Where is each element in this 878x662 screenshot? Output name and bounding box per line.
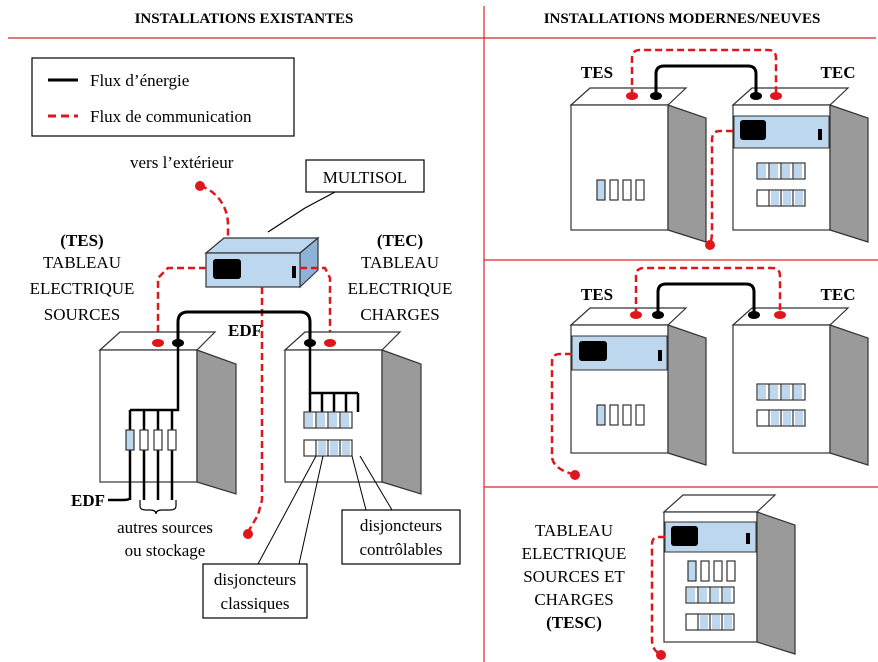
mid-comm-link bbox=[634, 266, 782, 315]
tesc-line-2: ELECTRIQUE bbox=[522, 544, 627, 563]
controllable-breakers-box bbox=[341, 509, 461, 565]
classic-breakers-line-2: classiques bbox=[221, 594, 290, 613]
tes-breakers bbox=[125, 429, 177, 451]
tes-cabinet-icon bbox=[98, 331, 237, 495]
tesc-comm-out-node bbox=[656, 650, 666, 660]
legend-communication: Flux de communication bbox=[90, 107, 252, 126]
tec-line-1: TABLEAU bbox=[361, 253, 439, 272]
tec-line-3: CHARGES bbox=[360, 305, 439, 324]
edf-label-bottom: EDF bbox=[71, 491, 105, 510]
tes-comm-port bbox=[152, 339, 164, 347]
mid-tec-label: TEC bbox=[821, 285, 856, 304]
multisol-label: MULTISOL bbox=[323, 168, 407, 187]
mid-tes-energy-port bbox=[652, 311, 664, 319]
tesc-abbr: (TESC) bbox=[546, 613, 602, 632]
controllable-breakers-line-2: contrôlables bbox=[359, 540, 442, 559]
multisol-callout bbox=[305, 159, 425, 193]
tes-abbr: (TES) bbox=[60, 231, 103, 250]
energy-link-tes-tec bbox=[176, 310, 312, 343]
top-tes-comm-port bbox=[626, 92, 638, 100]
top-tes-label: TES bbox=[581, 63, 613, 82]
header-modern: INSTALLATIONS MODERNES/NEUVES bbox=[544, 11, 821, 27]
tesc-line-3: SOURCES ET bbox=[523, 567, 625, 586]
tec-breaker-row-1 bbox=[303, 411, 353, 429]
mid-tec-comm-port bbox=[774, 311, 786, 319]
tes-line-2: ELECTRIQUE bbox=[30, 279, 135, 298]
mid-tec-energy-port bbox=[748, 311, 760, 319]
other-sources-line-2: ou stockage bbox=[125, 541, 206, 560]
ctrl-pointer-1 bbox=[351, 455, 367, 511]
tec-wiring bbox=[308, 343, 360, 412]
mid-comm-out-node bbox=[570, 470, 580, 480]
top-comm-out-node bbox=[705, 240, 715, 250]
mid-tec-cabinet-icon bbox=[731, 307, 869, 466]
controllable-breakers-line-1: disjoncteurs bbox=[360, 516, 442, 535]
tes-line-1: TABLEAU bbox=[43, 253, 121, 272]
multisol-pointer bbox=[267, 191, 336, 233]
tes-wiring bbox=[108, 343, 180, 502]
tesc-cabinet-icon bbox=[662, 494, 796, 655]
mid-energy-link bbox=[656, 282, 756, 315]
outside-label: vers l’extérieur bbox=[130, 153, 234, 172]
multisol-device-icon bbox=[204, 236, 320, 289]
top-tec-label: TEC bbox=[821, 63, 856, 82]
top-tec-cabinet-icon bbox=[731, 87, 869, 243]
top-energy-link bbox=[654, 64, 758, 96]
comm-link-outside bbox=[199, 184, 230, 245]
ctrl-pointer-2 bbox=[359, 455, 393, 511]
classic-breakers-line-1: disjoncteurs bbox=[214, 570, 296, 589]
classic-pointer-1 bbox=[257, 455, 317, 565]
classic-breakers-box bbox=[202, 563, 308, 619]
sources-brace bbox=[139, 500, 177, 515]
header-existing: INSTALLATIONS EXISTANTES bbox=[135, 11, 354, 27]
tec-breaker-row-2 bbox=[303, 439, 353, 457]
legend: Flux d’énergie Flux de communication bbox=[31, 57, 295, 137]
mid-tes-comm-port bbox=[630, 311, 642, 319]
classic-pointer-2 bbox=[298, 455, 324, 565]
top-comm-out bbox=[708, 129, 733, 245]
legend-energy: Flux d’énergie bbox=[90, 71, 189, 90]
top-tec-comm-port bbox=[770, 92, 782, 100]
tec-abbr: (TEC) bbox=[377, 231, 423, 250]
top-comm-link bbox=[630, 48, 778, 96]
comm-link-down bbox=[246, 287, 264, 533]
tesc-line-1: TABLEAU bbox=[535, 521, 613, 540]
mid-comm-out bbox=[550, 352, 573, 476]
mid-tes-label: TES bbox=[581, 285, 613, 304]
top-tes-cabinet-icon bbox=[569, 87, 707, 243]
comm-node-down bbox=[243, 529, 253, 539]
tec-line-2: ELECTRIQUE bbox=[348, 279, 453, 298]
comm-link-tes bbox=[156, 266, 206, 343]
other-sources-line-1: autres sources bbox=[117, 518, 213, 537]
comm-link-tec bbox=[300, 266, 332, 343]
mid-tes-cabinet-icon bbox=[569, 307, 707, 466]
top-tes-energy-port bbox=[650, 92, 662, 100]
tesc-comm-out bbox=[650, 535, 665, 656]
tec-comm-port bbox=[324, 339, 336, 347]
tesc-line-4: CHARGES bbox=[534, 590, 613, 609]
tes-line-3: SOURCES bbox=[44, 305, 121, 324]
edf-label-top: EDF bbox=[228, 321, 262, 340]
top-tec-energy-port bbox=[750, 92, 762, 100]
